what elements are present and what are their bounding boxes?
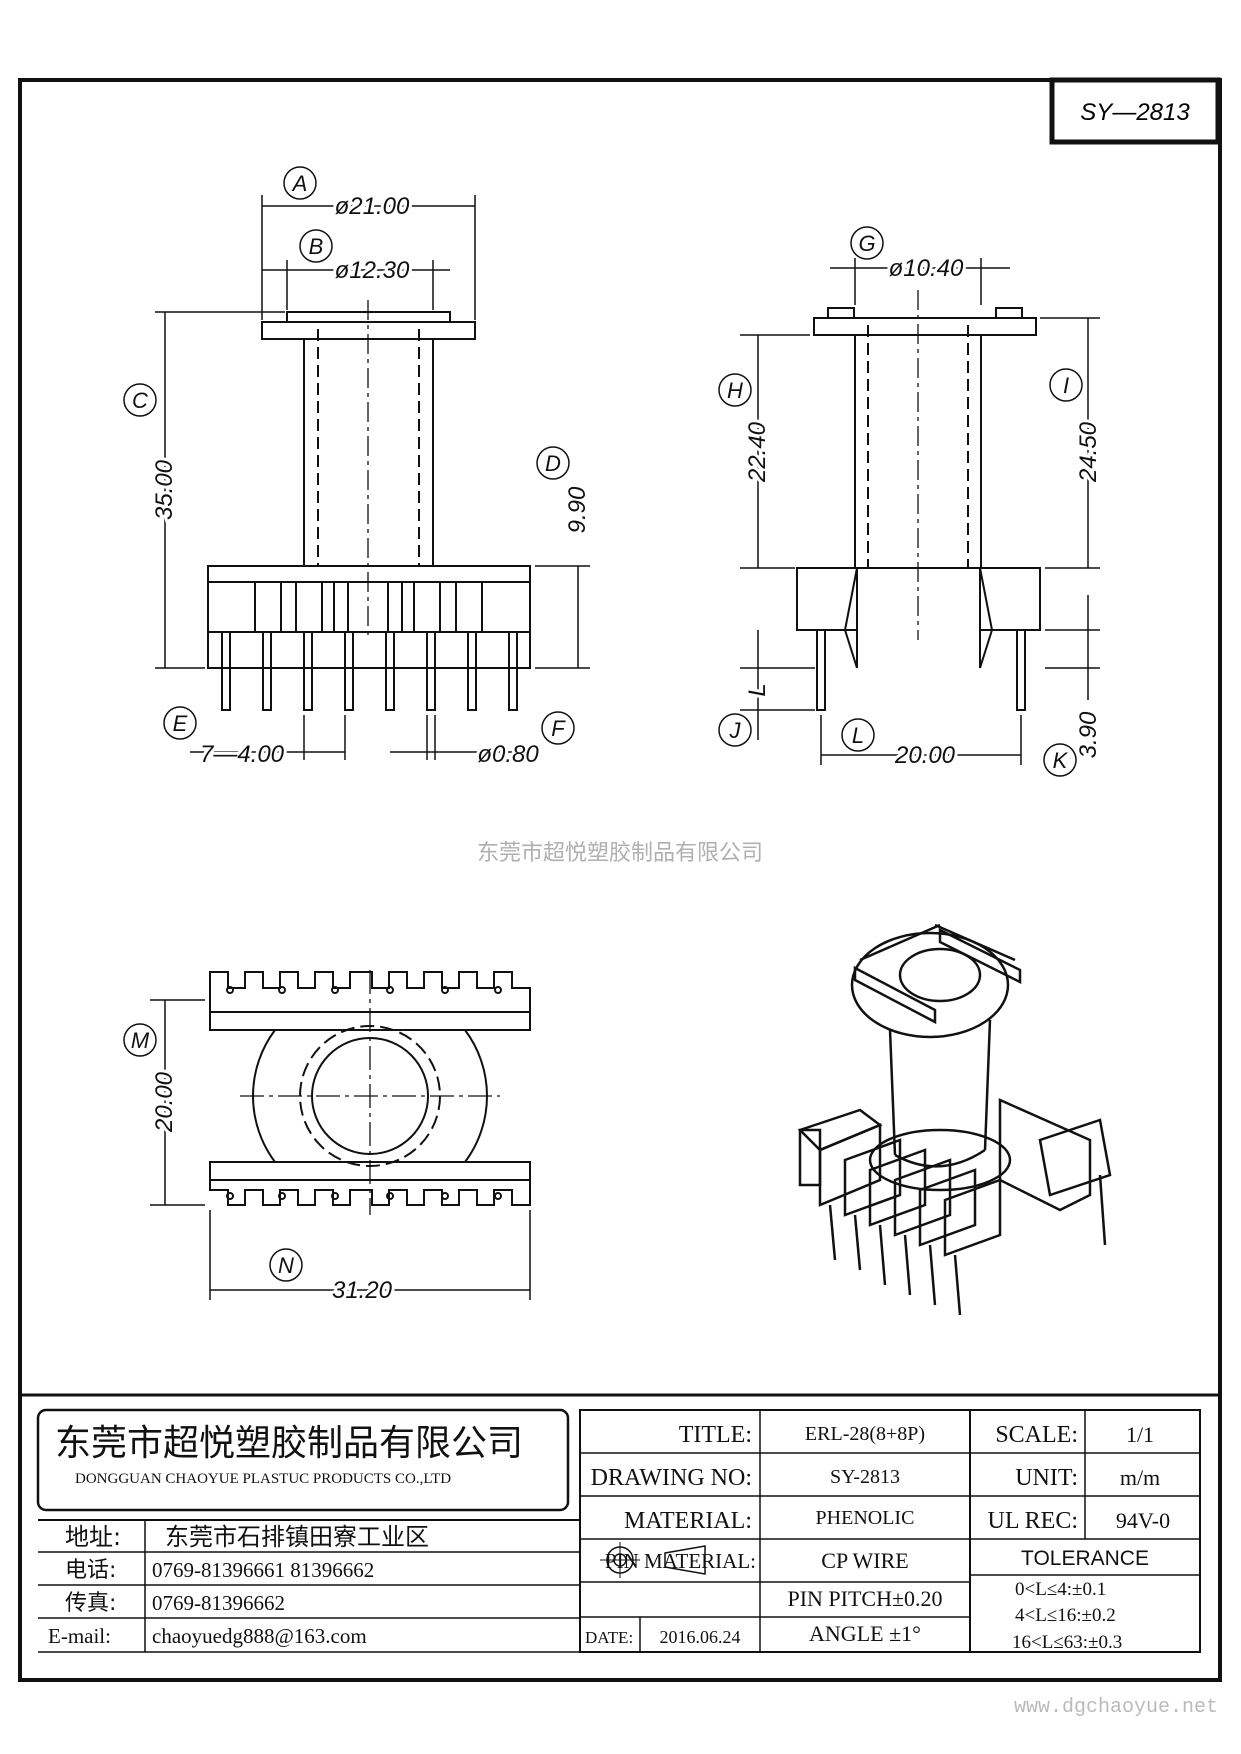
website-url[interactable]: www.dgchaoyue.net <box>1014 1696 1218 1719</box>
side-view-dimensions <box>718 226 1100 777</box>
top-view <box>209 970 531 1215</box>
pin-pitch: PIN PITCH±0.20 <box>787 1586 942 1611</box>
drawing-number-box: SY—2813 <box>1049 77 1221 145</box>
dim-e-text: 7—4.00 <box>200 741 285 768</box>
front-view <box>207 300 531 711</box>
dim-b-text: ø12.30 <box>335 257 410 284</box>
tolerance-row-3: 16<L≤63:±0.3 <box>1012 1632 1122 1653</box>
drawing-number-label: SY—2813 <box>1080 99 1190 126</box>
unit-label: UNIT: <box>1015 1465 1078 1491</box>
dim-l-mark: L <box>744 683 771 696</box>
top-view-dimensions <box>123 999 531 1300</box>
tel-value: 0769-81396661 81396662 <box>152 1558 374 1582</box>
fax-label: 传真: <box>65 1591 116 1616</box>
callout-n: N <box>278 1253 294 1278</box>
material-label: MATERIAL: <box>624 1508 752 1534</box>
unit-value: m/m <box>1120 1465 1160 1490</box>
side-view-labels: G ø10.40 H 22.40 I 24.50 J L K 3.90 L 20… <box>727 231 1105 773</box>
callout-i: I <box>1063 373 1069 398</box>
top-view-labels: M 20.00 N 31.20 <box>131 1028 396 1307</box>
tolerance-row-2: 4<L≤16:±0.2 <box>1015 1605 1116 1626</box>
callout-b: B <box>309 234 324 259</box>
callout-h: H <box>727 378 743 403</box>
dim-c-text: 35.00 <box>151 459 178 520</box>
dim-n-text: 31.20 <box>332 1277 393 1304</box>
callout-m: M <box>131 1028 150 1053</box>
material-value: PHENOLIC <box>816 1507 915 1529</box>
dim-a-text: ø21.00 <box>335 193 410 220</box>
address-value: 东莞市石排镇田寮工业区 <box>165 1523 429 1551</box>
ul-rec-label: UL REC: <box>988 1508 1078 1534</box>
tel-label: 电话: <box>65 1558 116 1583</box>
ul-rec-value: 94V-0 <box>1116 1508 1170 1533</box>
dim-h-text: 22.40 <box>744 421 771 483</box>
callout-f: F <box>551 716 566 741</box>
title-block-text: 东莞市超悦塑胶制品有限公司 DONGGUAN CHAOYUE PLASTUC P… <box>48 1422 1170 1653</box>
watermark: 东莞市超悦塑胶制品有限公司 <box>477 841 763 866</box>
callout-k: K <box>1053 748 1069 773</box>
company-name-cn: 东莞市超悦塑胶制品有限公司 <box>55 1423 523 1464</box>
pin-material-label: PIN MATERIAL: <box>605 1549 756 1573</box>
pin-material-value: CP WIRE <box>821 1548 908 1573</box>
front-view-labels: A ø21.00 B ø12.30 C 35.00 D 9.90 E 7—4.0… <box>132 171 594 771</box>
front-view-dimensions <box>123 166 590 760</box>
dim-d-text: 9.90 <box>564 486 591 533</box>
dim-i-text: 24.50 <box>1075 421 1102 483</box>
email-label: E-mail: <box>48 1624 111 1648</box>
callout-d: D <box>545 451 561 476</box>
company-name-en: DONGGUAN CHAOYUE PLASTUC PRODUCTS CO.,LT… <box>75 1471 451 1487</box>
dim-m-text: 20.00 <box>151 1071 178 1133</box>
title-value: ERL-28(8+8P) <box>805 1423 925 1445</box>
angle-tolerance: ANGLE ±1° <box>809 1621 921 1646</box>
date-label: DATE: <box>585 1628 633 1647</box>
date-value: 2016.06.24 <box>660 1627 741 1647</box>
tolerance-row-1: 0<L≤4:±0.1 <box>1015 1579 1106 1600</box>
callout-c: C <box>132 388 148 413</box>
drawing-no-value: SY-2813 <box>830 1466 900 1488</box>
callout-l: L <box>852 723 864 748</box>
callout-g: G <box>858 231 875 256</box>
title-block <box>18 1393 1222 1682</box>
email-value: chaoyuedg888@163.com <box>152 1624 367 1648</box>
drawing-no-label: DRAWING NO: <box>591 1465 752 1491</box>
scale-label: SCALE: <box>995 1422 1078 1448</box>
tolerance-heading: TOLERANCE <box>1021 1547 1149 1570</box>
isometric-view <box>797 923 1112 1316</box>
dim-k-text: 3.90 <box>1075 711 1102 758</box>
fax-value: 0769-81396662 <box>152 1591 285 1615</box>
dim-f-text: ø0.80 <box>477 741 539 768</box>
dim-g-text: ø10.40 <box>889 255 964 282</box>
address-label: 地址: <box>65 1523 121 1551</box>
callout-e: E <box>173 711 188 736</box>
dim-l-text: 20.00 <box>894 742 956 769</box>
callout-a: A <box>291 171 308 196</box>
title-label: TITLE: <box>679 1422 752 1448</box>
scale-value: 1/1 <box>1126 1422 1154 1447</box>
side-view <box>796 290 1041 711</box>
callout-j: J <box>729 718 742 743</box>
